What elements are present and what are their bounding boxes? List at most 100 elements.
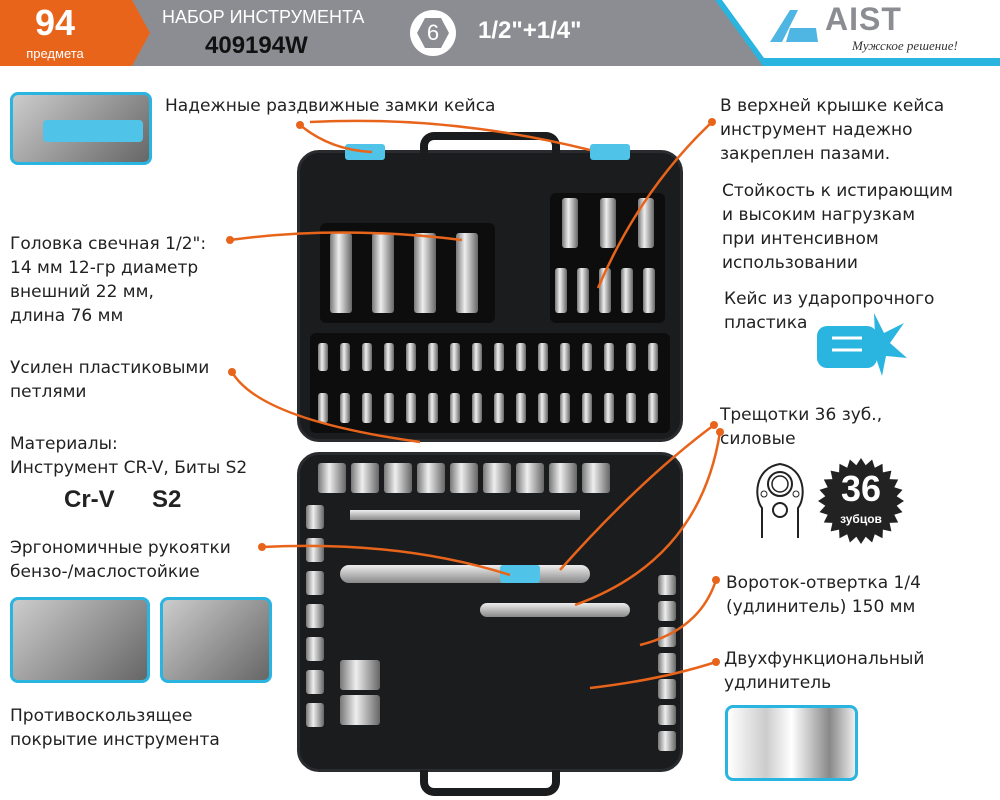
quantity-badge: 94 предмета (0, 0, 150, 66)
bit (450, 343, 460, 371)
bit (362, 343, 372, 371)
spark-socket (330, 233, 352, 313)
feature-spark-socket: Головка свечная 1/2":14 мм 12-гр диаметр… (10, 234, 207, 326)
quantity-unit: предмета (26, 46, 84, 61)
brand-slogan: Мужское решение! (852, 38, 958, 53)
bit (494, 343, 504, 371)
bit (538, 343, 548, 371)
drive-sizes: 1/2"+1/4" (478, 17, 582, 44)
brand-logo-icon (770, 10, 818, 42)
bit (494, 393, 504, 423)
deep-socket (643, 268, 655, 313)
bit (406, 343, 416, 371)
spark-socket (372, 233, 394, 313)
small-socket (306, 670, 324, 694)
small-socket (306, 538, 324, 562)
bit (472, 343, 482, 371)
bit (648, 393, 658, 423)
bit (362, 393, 372, 423)
product-article: 409194W (205, 32, 308, 59)
socket (417, 463, 445, 493)
bit (384, 343, 394, 371)
spark-socket (414, 233, 436, 313)
ratchet-grip (500, 565, 540, 583)
small-socket (306, 703, 324, 727)
quantity-number: 94 (34, 2, 76, 43)
feature-locks: Надежные раздвижные замки кейса (165, 96, 496, 116)
bit (318, 393, 328, 423)
case-lid (297, 150, 683, 442)
product-title: НАБОР ИНСТРУМЕНТА (162, 7, 365, 27)
deep-socket (600, 198, 616, 248)
logo-area (722, 0, 1000, 58)
bit (604, 393, 614, 423)
small-socket (658, 575, 676, 595)
bit (340, 343, 350, 371)
bit (450, 393, 460, 423)
spark-socket-small (340, 695, 380, 725)
hex-number: 6 (426, 20, 440, 45)
lock-right (590, 144, 630, 160)
material-s2: S2 (152, 486, 182, 513)
feature-materials: Материалы:Инструмент CR-V, Биты S2 (10, 434, 248, 478)
socket (483, 463, 511, 493)
socket (318, 463, 346, 493)
small-socket (306, 604, 324, 628)
spark-socket (456, 233, 478, 313)
bit (384, 393, 394, 423)
hex-icon: 6 (410, 10, 456, 56)
bit (538, 393, 548, 423)
case-handle-top (420, 132, 560, 160)
feature-screwdriver: Вороток-отвертка 1/4(удлинитель) 150 мм (726, 573, 921, 617)
small-socket (658, 705, 676, 725)
small-socket (658, 679, 676, 699)
case-lock-photo (10, 92, 152, 165)
bit (560, 393, 570, 423)
deep-socket (555, 268, 567, 313)
socket (582, 463, 610, 493)
bit (582, 343, 592, 371)
small-socket (306, 571, 324, 595)
bit (626, 393, 636, 423)
handle-grip-photo-2 (160, 597, 272, 683)
socket (351, 463, 379, 493)
extension-photo (725, 705, 858, 781)
small-socket (306, 505, 324, 529)
ratchet-small (480, 603, 630, 617)
small-socket (658, 601, 676, 621)
deep-socket (562, 198, 578, 248)
deep-socket (577, 268, 589, 313)
bit (582, 393, 592, 423)
socket (384, 463, 412, 493)
bit (406, 393, 416, 423)
badge-unit: зубцов (840, 512, 882, 526)
bit (516, 393, 526, 423)
socket (516, 463, 544, 493)
small-socket (658, 731, 676, 751)
teeth-badge (818, 458, 904, 544)
breaker-bar (350, 510, 580, 520)
bit (604, 343, 614, 371)
spark-socket-small (340, 660, 380, 690)
fist-impact-icon (817, 313, 907, 376)
socket (549, 463, 577, 493)
bit (428, 343, 438, 371)
bit (516, 343, 526, 371)
ratchet-head-icon (756, 462, 804, 538)
feature-ratchets: Трещотки 36 зуб.,силовые (720, 405, 883, 449)
bit (560, 343, 570, 371)
brand-name: AIST (825, 1, 902, 37)
small-socket (306, 637, 324, 661)
deep-socket (621, 268, 633, 313)
bit (648, 343, 658, 371)
deep-socket (638, 198, 654, 248)
handle-grip-photo-1 (10, 597, 150, 683)
bit (318, 343, 328, 371)
